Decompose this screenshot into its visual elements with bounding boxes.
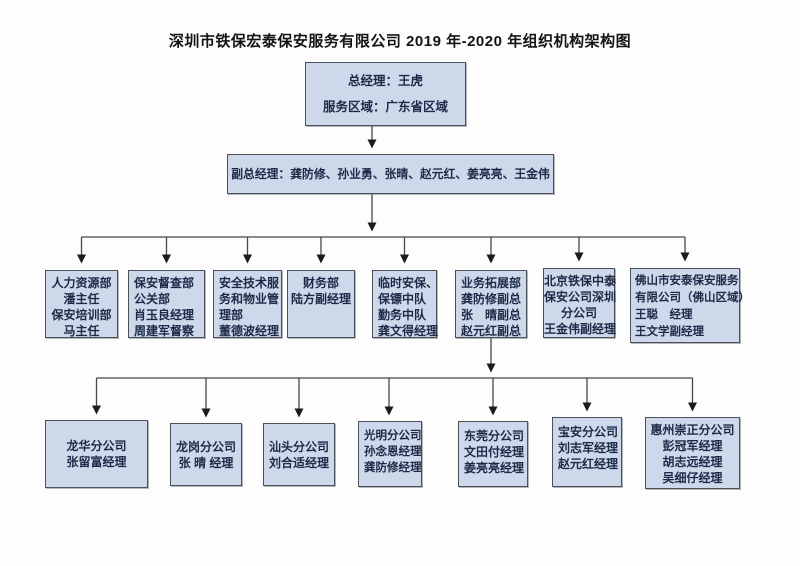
dept-line: 分公司: [560, 306, 597, 320]
node-guangming-branch: 光明分公司 孙念恩经理 龚防修经理: [358, 421, 422, 487]
node-general-manager: 总经理：王虎 服务区域：广东省区域: [305, 62, 466, 126]
service-region-line: 服务区域：广东省区域: [322, 100, 448, 114]
dept-line: 王文学副经理: [635, 326, 704, 338]
dept-line: 理部: [219, 308, 244, 322]
branch-line: 东莞分公司: [464, 429, 525, 443]
general-manager-line: 总经理：王虎: [347, 74, 423, 88]
dept-line: 保安公司深圳: [544, 290, 617, 304]
node-longhua-branch: 龙华分公司 张留富经理: [45, 420, 148, 488]
dept-line: 务和物业管: [219, 292, 280, 306]
node-foshan-antai-company: 佛山市安泰保安服务 有限公司（佛山区域） 王聪 经理 王文学副经理: [630, 268, 750, 343]
dept-line: 临时安保、: [378, 276, 439, 290]
branch-line: 龙岗分公司: [175, 439, 236, 454]
dept-line: 潘主任: [63, 292, 100, 306]
dept-line: 龚文得经理: [378, 324, 439, 338]
branch-line: 宝安分公司: [558, 425, 619, 439]
branch-line: 龚防修经理: [364, 462, 422, 474]
node-finance-dept: 财务部 陆方副经理: [287, 270, 355, 338]
dept-line: 张 晴副总: [461, 308, 522, 322]
dept-line: 北京铁保中泰: [544, 274, 617, 288]
branch-line: 赵元红经理: [558, 457, 619, 471]
branch-line: 彭冠军经理: [662, 439, 723, 453]
node-huizhou-chongzheng-branch: 惠州崇正分公司 彭冠军经理 胡志远经理 吴细仔经理: [645, 417, 740, 489]
dept-line: 王金伟副经理: [544, 322, 617, 336]
branch-line: 龙华分公司: [66, 439, 127, 453]
branch-line: 光明分公司: [364, 430, 422, 442]
dept-line: 王聪 经理: [635, 309, 693, 321]
dept-line: 周建军督察: [134, 324, 195, 338]
dept-line: 人力资源部: [51, 276, 112, 290]
dept-line: 保安培训部: [51, 308, 112, 322]
node-shantou-branch: 汕头分公司 刘合适经理: [263, 423, 335, 486]
dept-line: 佛山市安泰保安服务: [635, 275, 739, 287]
dept-line: 赵元红副总: [461, 324, 522, 338]
node-beijing-tiebao-branch: 北京铁保中泰 保安公司深圳 分公司 王金伟副经理: [543, 268, 617, 338]
branch-line: 吴细仔经理: [662, 471, 723, 485]
node-business-dev-dept: 业务拓展部 龚防修副总 张 晴副总 赵元红副总: [455, 270, 527, 338]
dept-line: 陆方副经理: [290, 292, 351, 306]
dept-line: 马主任: [63, 324, 100, 338]
branch-line: 姜亮亮经理: [464, 461, 525, 475]
branch-line: 张留富经理: [66, 455, 127, 469]
dept-line: 龚防修副总: [461, 292, 522, 306]
dept-line: 安全技术服: [219, 276, 280, 290]
node-dongguan-branch: 东莞分公司 文田付经理 姜亮亮经理: [458, 421, 528, 487]
node-hr-dept: 人力资源部 潘主任 保安培训部 马主任: [45, 270, 118, 338]
branch-line: 文田付经理: [464, 445, 525, 459]
node-supervision-dept: 保安督查部 公关部 肖玉良经理 周建军督察: [128, 270, 205, 338]
node-longgang-branch: 龙岗分公司 张 晴 经理: [170, 423, 242, 486]
dept-line: 保镖中队: [378, 292, 427, 306]
node-deputy-managers: 副总经理：龚防修、孙业勇、张晴、赵元红、姜亮亮、王金伟: [227, 154, 554, 194]
branch-line: 张 晴 经理: [178, 455, 234, 470]
deputy-managers-label: 副总经理：龚防修、孙业勇、张晴、赵元红、姜亮亮、王金伟: [231, 167, 550, 181]
branch-line: 惠州崇正分公司: [650, 423, 735, 437]
branch-line: 孙念恩经理: [364, 446, 422, 458]
node-temp-security-dept: 临时安保、 保镖中队 勤务中队 龚文得经理: [372, 270, 439, 338]
dept-line: 勤务中队: [378, 308, 427, 322]
branch-line: 胡志远经理: [662, 455, 723, 469]
dept-line: 保安督查部: [134, 276, 195, 290]
branch-line: 汕头分公司: [268, 439, 329, 454]
dept-line: 董德波经理: [219, 324, 280, 338]
branch-line: 刘合适经理: [268, 455, 329, 470]
branch-line: 刘志军经理: [558, 441, 619, 455]
dept-line: 肖玉良经理: [134, 308, 195, 322]
dept-line: 财务部: [302, 276, 339, 290]
page-title: 深圳市铁保宏泰保安服务有限公司 2019 年-2020 年组织机构架构图: [168, 33, 632, 50]
dept-line: 业务拓展部: [461, 276, 522, 290]
node-tech-property-dept: 安全技术服 务和物业管 理部 董德波经理: [213, 270, 282, 338]
dept-line: 有限公司（佛山区域）: [635, 292, 750, 304]
dept-line: 公关部: [134, 292, 171, 306]
node-baoan-branch: 宝安分公司 刘志军经理 赵元红经理: [552, 417, 622, 487]
